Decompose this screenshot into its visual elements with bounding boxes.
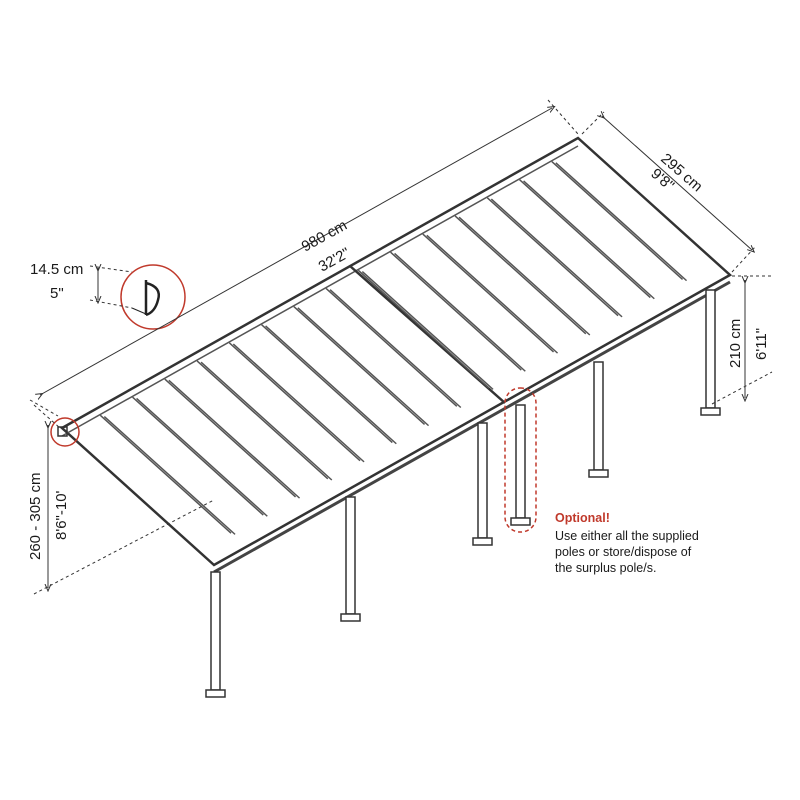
wall-bracket-icon [57, 426, 68, 437]
optional-note-line: poles or store/dispose of [555, 545, 692, 559]
profile-detail-leader [131, 307, 147, 315]
roof-panel-bar [103, 415, 236, 535]
optional-note-title: Optional! [555, 511, 610, 525]
roof [59, 136, 733, 574]
roof-panel-bar [132, 396, 264, 516]
post [705, 289, 716, 409]
dimension-lines [29, 99, 773, 595]
front-height-ft-label: 8'6"-10' [53, 490, 70, 540]
back-height-ft-label: 6'11" [753, 328, 770, 360]
post [515, 404, 526, 519]
post [345, 496, 356, 615]
front-height-cm-label: 260 - 305 cm [27, 472, 44, 560]
post [210, 571, 221, 691]
profile-cm-label: 14.5 cm [30, 261, 83, 278]
optional-note-line: the surplus pole/s. [555, 561, 656, 575]
post-foot [588, 469, 609, 478]
roof-panel-bar [136, 397, 268, 517]
post [593, 361, 604, 471]
post-foot [472, 537, 493, 546]
profile-detail-icon [144, 280, 160, 317]
post-foot [340, 613, 361, 622]
profile-in-label: 5" [50, 285, 64, 302]
post [477, 422, 488, 539]
roof-panel-bar [99, 414, 232, 534]
post-foot [205, 689, 226, 698]
front-gutter [213, 280, 731, 574]
posts [205, 289, 721, 698]
back-height-cm-label: 210 cm [727, 319, 744, 368]
roof-panel-bar [168, 379, 301, 499]
optional-note-line: Use either all the supplied [555, 529, 699, 543]
post-foot [700, 407, 721, 416]
post-foot [510, 517, 531, 526]
